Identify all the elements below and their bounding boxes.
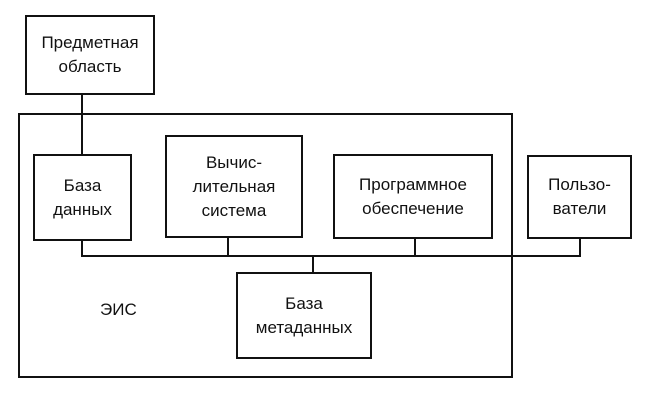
- eis-container-label: ЭИС: [100, 300, 137, 319]
- database-node: [33, 154, 132, 241]
- eis-container: [18, 113, 513, 378]
- users-node: [527, 155, 632, 239]
- metadata-base-label: База метаданных: [255, 293, 353, 337]
- computing-system-label: Вычис- лительная система: [192, 152, 276, 220]
- computing-system-node: [165, 135, 303, 238]
- software-node: [333, 154, 493, 239]
- metadata-base-node: [236, 272, 372, 359]
- subject-area-label: Предметная область: [41, 33, 139, 76]
- subject-area-node: [25, 15, 155, 95]
- users-label: Пользо- ватели: [548, 175, 611, 218]
- database-label: База данных: [53, 175, 112, 219]
- software-label: Программное обеспечение: [359, 174, 467, 218]
